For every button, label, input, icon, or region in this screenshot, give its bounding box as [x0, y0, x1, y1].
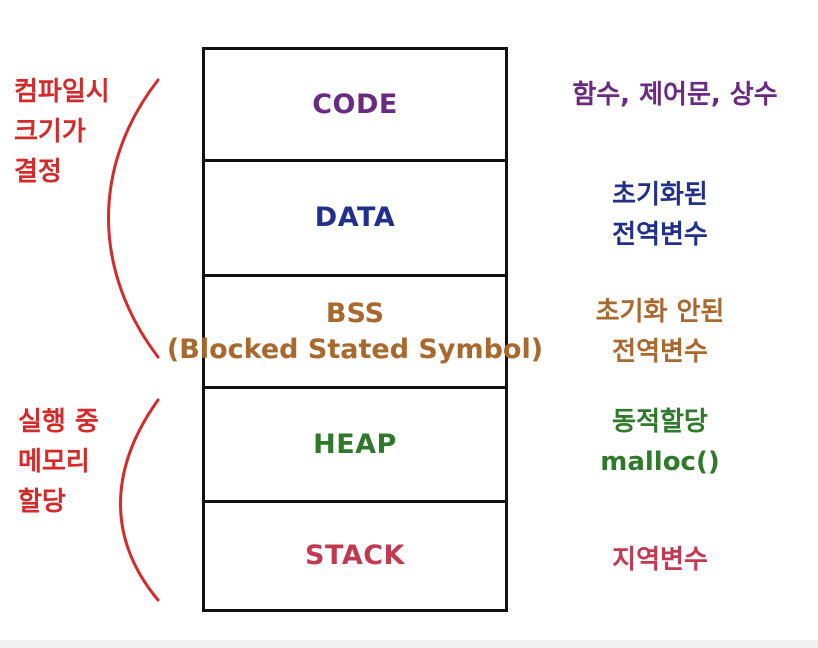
bss-segment-sublabel: (Blocked Stated Symbol)	[166, 333, 544, 365]
stack-segment-label: STACK	[305, 540, 405, 571]
compile-time-note-line3: 결정	[14, 157, 62, 187]
data-description: 초기화된 전역변수	[560, 175, 760, 255]
data-description-line1: 초기화된	[612, 180, 708, 210]
memory-layout-box: CODE DATA BSS (Blocked Stated Symbol) HE…	[167, 47, 543, 612]
runtime-note-line1: 실행 중	[18, 407, 99, 437]
compile-time-note-line2: 크기가	[14, 117, 86, 147]
heap-segment: HEAP	[205, 389, 505, 503]
bss-description-line1: 초기화 안된	[595, 297, 725, 327]
data-segment-label: DATA	[314, 202, 396, 233]
bss-segment-label: BSS	[325, 297, 385, 329]
runtime-note-line2: 메모리	[18, 447, 90, 477]
bss-description-line2: 전역변수	[612, 337, 708, 367]
runtime-note-line3: 할당	[18, 487, 66, 517]
compile-time-note-line1: 컴파일시	[14, 77, 110, 107]
stack-description: 지역변수	[560, 540, 760, 580]
stack-segment: STACK	[205, 503, 505, 609]
heap-segment-label: HEAP	[313, 428, 397, 460]
stack-description-line1: 지역변수	[612, 545, 708, 575]
code-description: 함수, 제어문, 상수	[540, 75, 810, 115]
bss-segment: BSS (Blocked Stated Symbol)	[167, 277, 543, 389]
bottom-strip	[0, 640, 818, 648]
code-segment: CODE	[205, 50, 505, 162]
bss-description: 초기화 안된 전역변수	[550, 292, 770, 372]
code-segment-label: CODE	[312, 88, 398, 120]
code-description-line1: 함수, 제어문, 상수	[572, 80, 778, 110]
heap-description-line1: 동적할당	[612, 407, 708, 437]
compile-time-note: 컴파일시 크기가 결정	[14, 72, 110, 192]
runtime-note: 실행 중 메모리 할당	[18, 402, 99, 522]
compile-time-brace	[107, 78, 160, 359]
data-description-line2: 전역변수	[612, 220, 708, 250]
heap-description-line2: malloc()	[600, 447, 720, 477]
data-segment: DATA	[205, 162, 505, 277]
heap-description: 동적할당 malloc()	[560, 402, 760, 482]
runtime-brace	[119, 398, 160, 602]
